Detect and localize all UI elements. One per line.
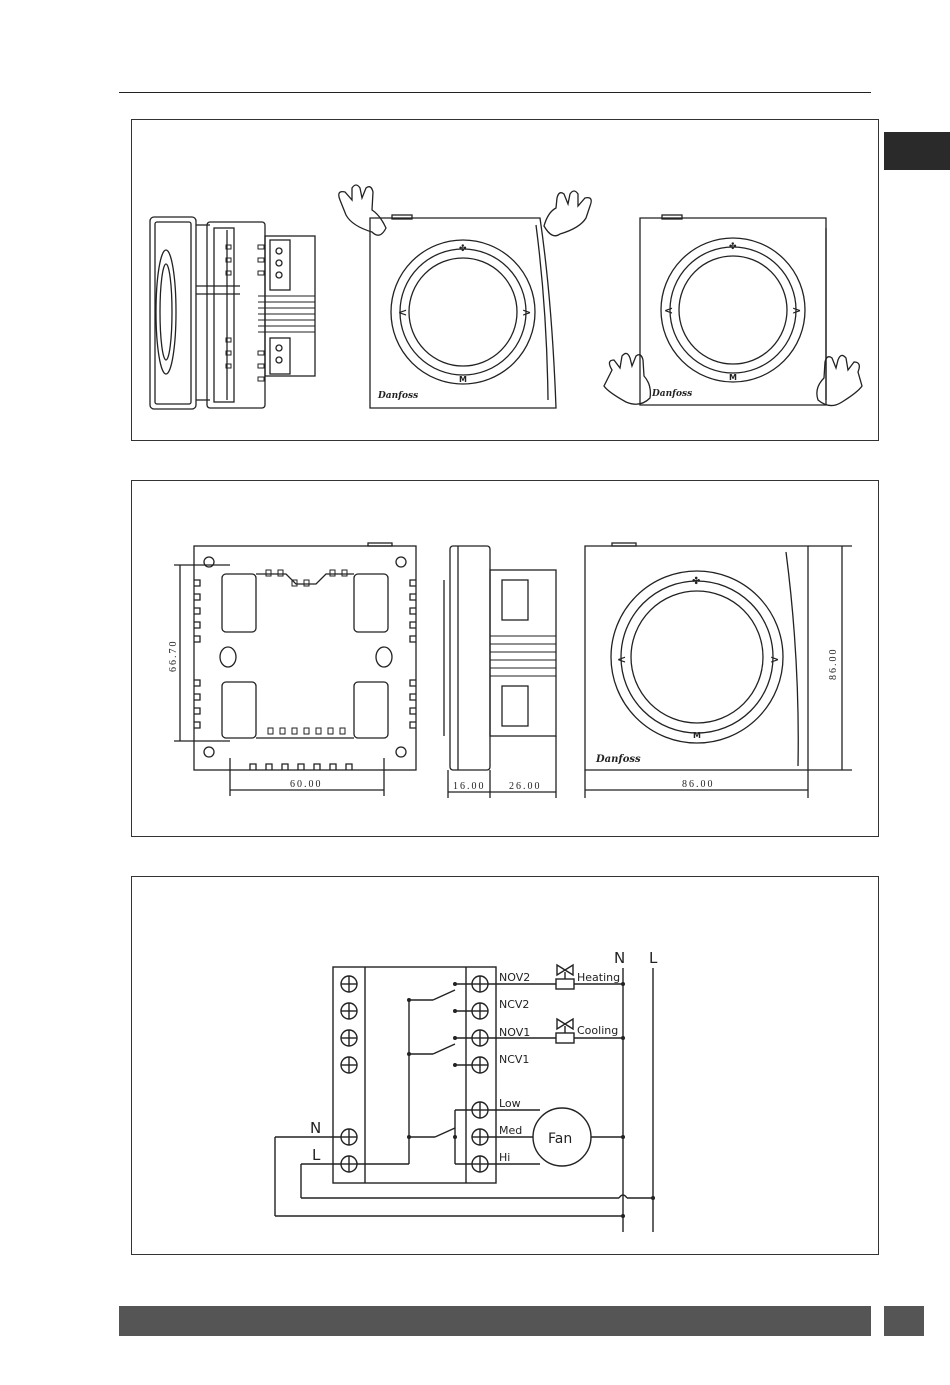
terminal-label: Hi: [499, 1151, 510, 1164]
terminal-n-label: N: [310, 1119, 321, 1137]
terminal-label: NCV1: [499, 1053, 529, 1066]
terminal-l-label: L: [312, 1146, 321, 1164]
page-number-box: [884, 1306, 924, 1336]
supply-l-label: L: [649, 949, 658, 967]
cooling-valve-label: Cooling: [577, 1024, 618, 1037]
terminal-label: Low: [499, 1097, 521, 1110]
terminal-label: NOV2: [499, 971, 530, 984]
heating-valve-label: Heating: [577, 971, 620, 984]
supply-n-label: N: [614, 949, 625, 967]
terminal-label: NOV1: [499, 1026, 530, 1039]
terminal-label: Med: [499, 1124, 522, 1137]
footer-bar: [119, 1306, 871, 1336]
terminal-label: NCV2: [499, 998, 529, 1011]
fan-label: Fan: [548, 1131, 572, 1147]
